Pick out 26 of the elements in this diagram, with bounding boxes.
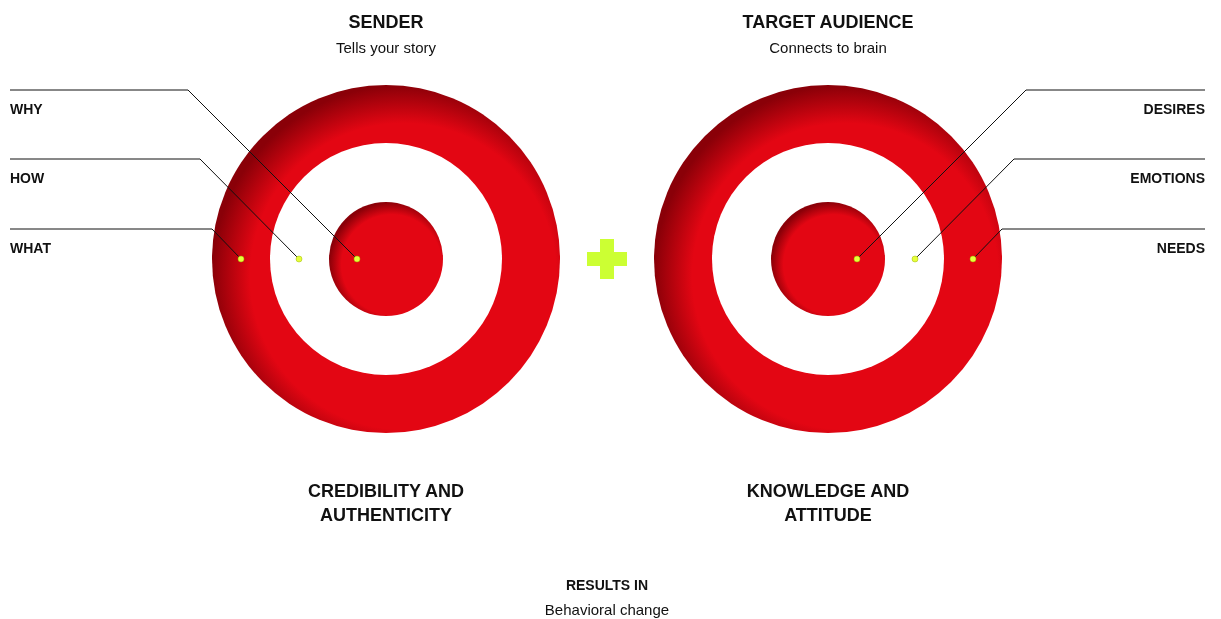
leader-line bbox=[858, 89, 1206, 258]
leader-line bbox=[9, 158, 298, 258]
callout-label: EMOTIONS bbox=[1014, 159, 1205, 186]
marker-dot bbox=[353, 255, 361, 263]
subheading: Connects to brain bbox=[768, 38, 888, 58]
callout-label: WHY bbox=[10, 90, 188, 117]
marker-dot bbox=[911, 255, 919, 263]
leader-line bbox=[916, 158, 1206, 258]
callout-label: NEEDS bbox=[1002, 229, 1205, 256]
marker-dot bbox=[853, 255, 861, 263]
heading: KNOWLEDGE AND ATTITUDE bbox=[745, 480, 911, 528]
callout-label: HOW bbox=[10, 159, 200, 186]
heading: CREDIBILITY AND AUTHENTICITY bbox=[307, 480, 465, 528]
marker-dot bbox=[237, 255, 245, 263]
leader-line bbox=[9, 89, 356, 258]
heading: TARGET AUDIENCE bbox=[741, 11, 915, 34]
heading: SENDER bbox=[347, 11, 425, 34]
callout-label: DESIRES bbox=[1026, 90, 1205, 117]
heading: RESULTS IN bbox=[564, 576, 650, 595]
subheading: Behavioral change bbox=[543, 600, 671, 619]
marker-dot bbox=[295, 255, 303, 263]
callout-label: WHAT bbox=[10, 229, 212, 256]
leader-line bbox=[9, 228, 240, 258]
subheading: Tells your story bbox=[335, 38, 437, 58]
marker-dot bbox=[969, 255, 977, 263]
leader-line bbox=[974, 228, 1206, 258]
